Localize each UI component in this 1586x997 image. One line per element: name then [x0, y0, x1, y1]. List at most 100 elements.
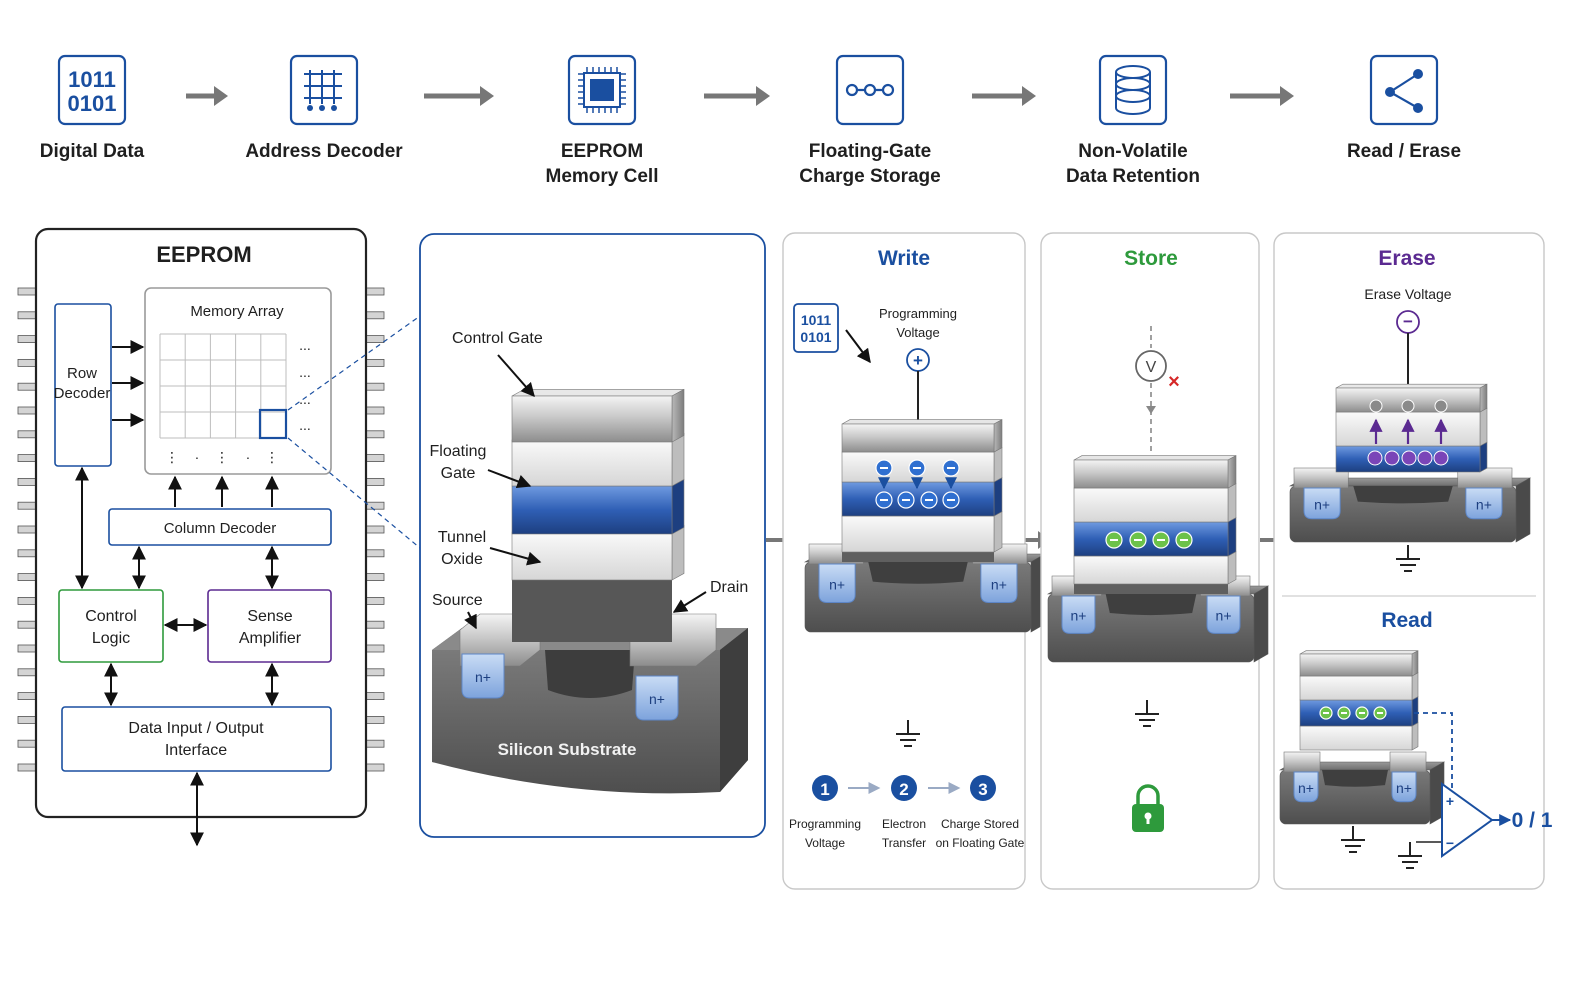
ground-icon [1398, 842, 1422, 869]
amp-minus: − [1446, 835, 1454, 851]
zoom-callout-line [287, 315, 421, 411]
decoder-icon [304, 70, 342, 111]
stored-charge-icon [1373, 706, 1387, 720]
n-plus-region: n+ [1465, 487, 1503, 520]
step-label: Programming [789, 817, 861, 831]
n-plus-label: n+ [1476, 496, 1492, 512]
stored-electron-icon [875, 491, 893, 509]
binary-digits: 1011 [801, 312, 832, 328]
no-current-cross-icon: × [1168, 371, 1180, 393]
removed-electron-icon [1369, 399, 1383, 413]
n-plus-region: n+ [1303, 487, 1341, 520]
n-plus-label: n+ [1070, 608, 1086, 624]
electron-icon [875, 459, 893, 477]
io-interface-label: Data Input / Output [128, 720, 264, 737]
io-interface-box [61, 706, 332, 772]
step-label: Electron [882, 817, 926, 831]
electron-icon [942, 459, 960, 477]
connector-arrow [497, 354, 535, 398]
voltmeter-icon [1135, 350, 1167, 382]
control-logic-label: Logic [92, 630, 130, 647]
pipeline-arrowhead [1280, 86, 1294, 106]
chip-pin [17, 454, 37, 463]
erase-title: Erase [1378, 247, 1435, 270]
chip-pin [17, 739, 37, 748]
chip-pin [365, 406, 385, 415]
chip-pin [17, 644, 37, 653]
ellipsis: ... [299, 364, 311, 380]
ellipsis: · [195, 449, 200, 465]
chip-pin [365, 716, 385, 724]
oxide-layer [1335, 407, 1488, 447]
control-logic-label: Control [85, 608, 137, 625]
n-plus-region: n+ [1206, 595, 1241, 634]
step-number: 1 [820, 780, 829, 799]
n-plus-label: n+ [991, 576, 1007, 592]
chip-pin [365, 287, 385, 296]
ellipsis: ⋮ [215, 449, 229, 465]
sense-amplifier-icon: +− [1414, 712, 1512, 858]
removed-electron-icon [1401, 399, 1415, 413]
chip-pin [365, 763, 385, 772]
pipeline-step-label: Data Retention [1066, 166, 1200, 187]
ellipsis: ... [299, 417, 311, 433]
chip-pin [17, 716, 37, 724]
binary-digits: 0101 [68, 91, 117, 116]
ground-icon [1135, 700, 1159, 727]
connector-arrow [845, 329, 871, 364]
row-decoder-box [54, 303, 112, 467]
control-logic-box [58, 589, 164, 663]
share-branch-icon [1385, 69, 1423, 113]
stored-charge-icon [1337, 706, 1351, 720]
control-gate-layer [841, 419, 1003, 453]
erase-voltage-label: Erase Voltage [1364, 286, 1451, 302]
amp-plus: + [1446, 793, 1454, 809]
chip-pin [17, 597, 37, 605]
floating-gate-label: Floating [430, 443, 487, 460]
chip-pin [365, 620, 385, 629]
ellipsis: ⋮ [165, 449, 179, 465]
sense-amplifier-label: Sense [247, 608, 292, 625]
control-gate-layer [1299, 650, 1419, 677]
substrate-label: Silicon Substrate [498, 740, 637, 759]
charge-chain-icon [845, 83, 895, 97]
chip-pin [365, 597, 385, 605]
step-number-badge [812, 775, 838, 801]
connector-arrow [464, 611, 477, 630]
chip-pin [365, 525, 385, 534]
step-label: on Floating Gate [936, 836, 1025, 850]
ellipsis: ⋮ [265, 449, 279, 465]
chip-pin [17, 573, 37, 581]
step-number-badge [970, 775, 996, 801]
chip-pin [17, 692, 37, 700]
n-plus-region: n+ [1391, 771, 1417, 803]
trapped-charge-icon [1105, 531, 1123, 549]
read-output-value: 0 / 1 [1512, 809, 1553, 832]
chip-pin [17, 287, 37, 296]
erasing-charge-icon [1384, 450, 1400, 466]
erasing-charge-icon [1417, 450, 1433, 466]
step-number: 2 [899, 780, 908, 799]
ground-icon [896, 720, 920, 747]
voltmeter-symbol: V [1146, 359, 1157, 376]
n-plus-label: n+ [649, 691, 665, 707]
programming-voltage-label: Voltage [896, 325, 939, 340]
memory-grid: ............⋮·⋮·⋮ [159, 333, 311, 465]
chip-pin [365, 358, 385, 367]
tunnel-oxide-label: Tunnel [438, 529, 486, 546]
binary-digits: 0101 [800, 329, 831, 345]
chip-pin [17, 525, 37, 534]
tunnel-oxide-layer [1073, 551, 1237, 585]
chip-icon [578, 67, 626, 113]
chip-pin [365, 382, 385, 391]
stored-charge-icon [1319, 706, 1333, 720]
connector-arrow [489, 547, 542, 566]
pipeline-arrowhead [1022, 86, 1036, 106]
store-cell-stack: n+ n+ [1046, 455, 1270, 663]
pipeline-step-label: Digital Data [40, 141, 145, 162]
